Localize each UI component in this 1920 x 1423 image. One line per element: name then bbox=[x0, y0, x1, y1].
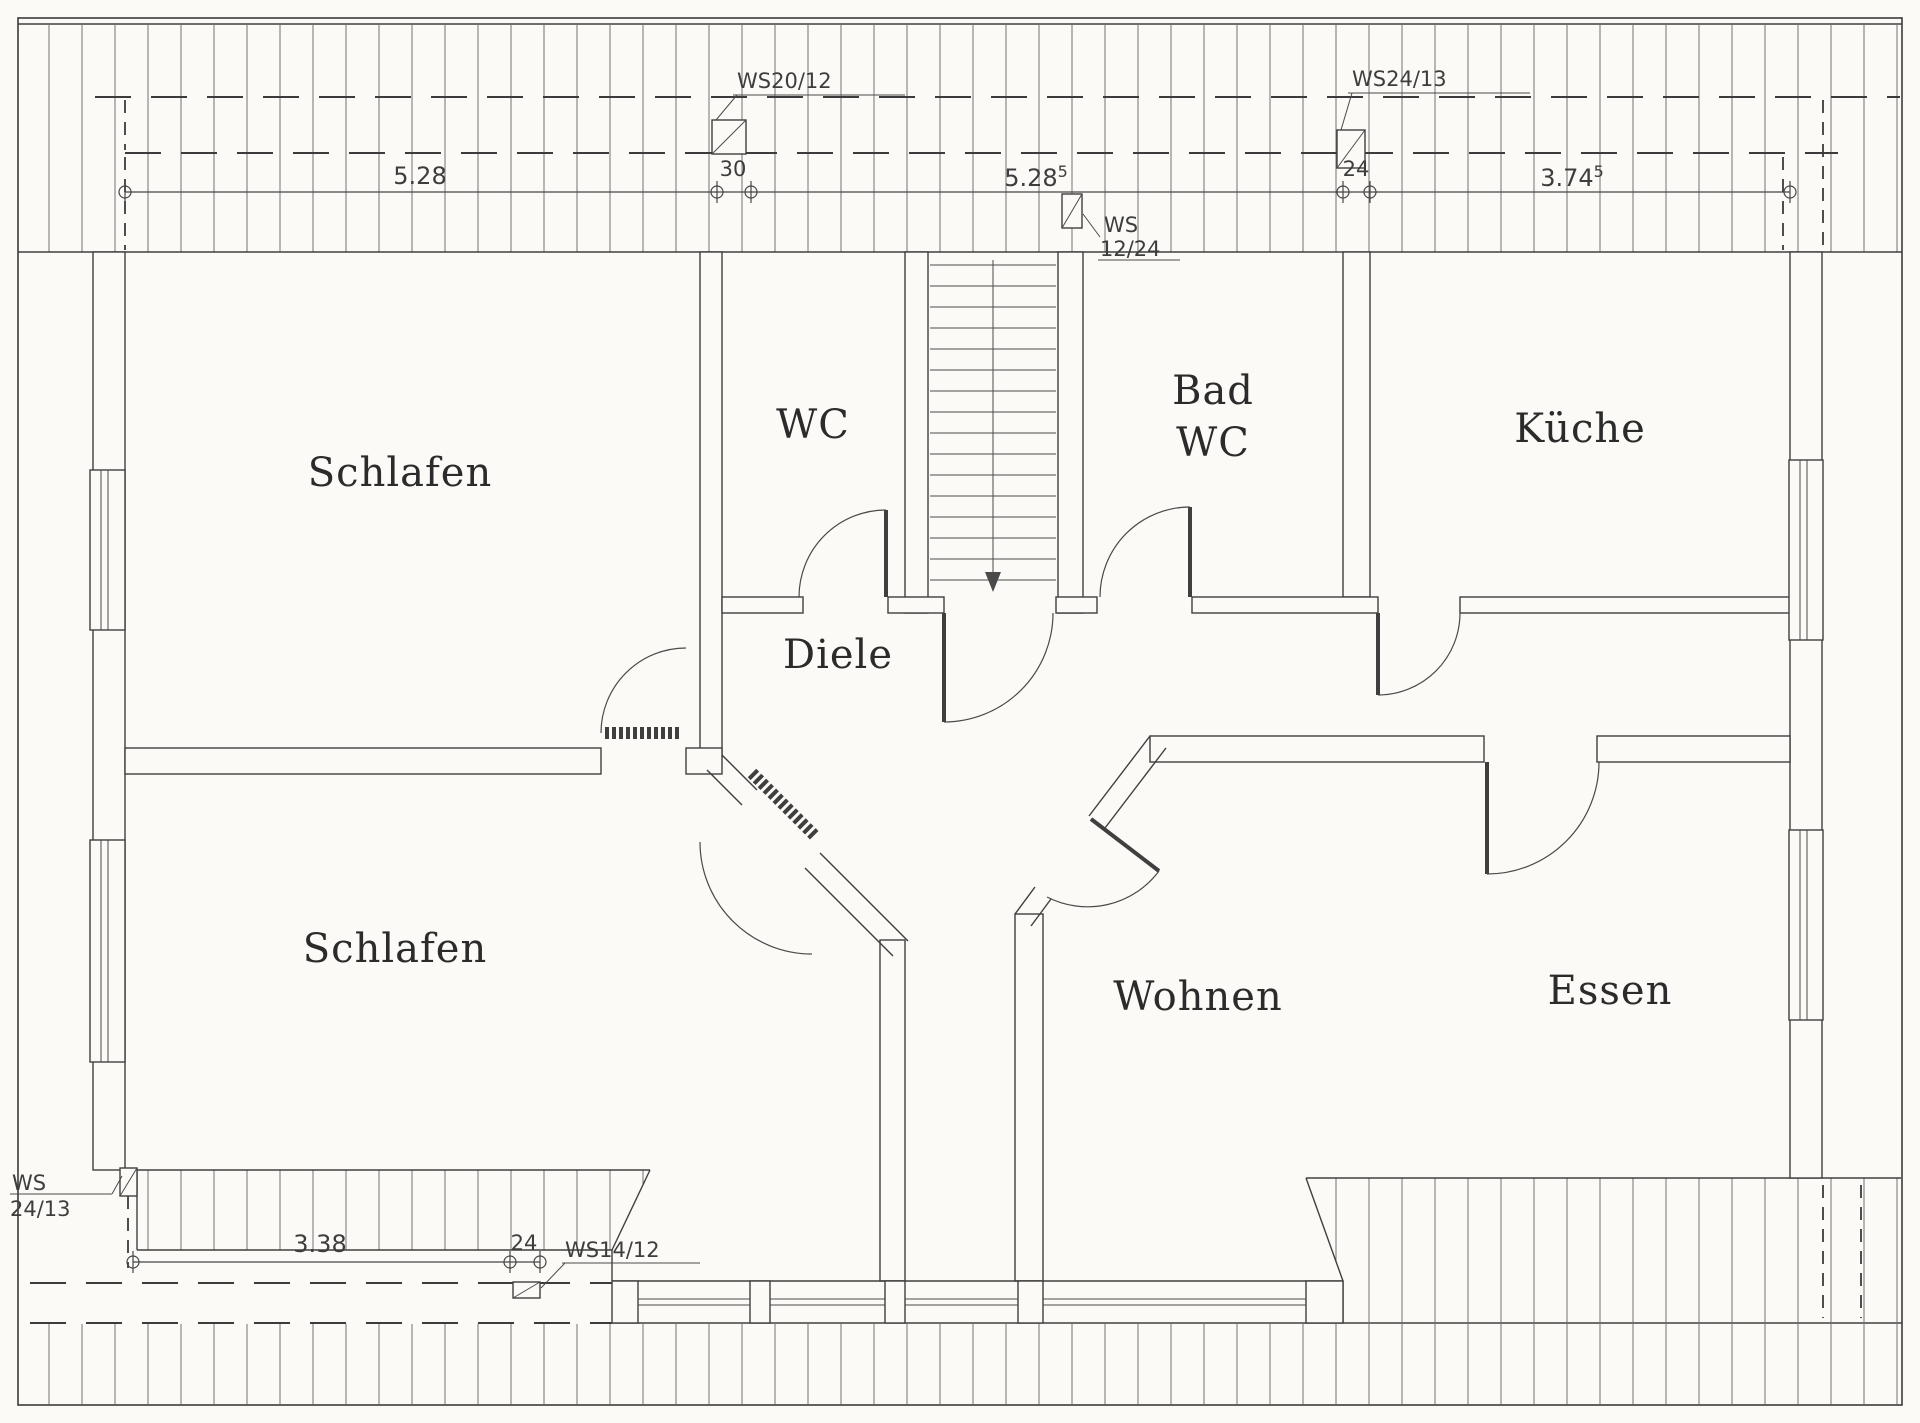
ws-label-bl-24-13: 24/13 bbox=[10, 1197, 71, 1221]
window-right-essen bbox=[1788, 829, 1824, 1021]
room-label-bad-line1: Bad bbox=[1172, 368, 1254, 414]
knee-wall-dashed-lines bbox=[30, 96, 1900, 1324]
dimension-line-top bbox=[118, 181, 1797, 203]
dim-5-28: 5.28 bbox=[393, 162, 446, 190]
window-left-schlafen-top bbox=[89, 469, 126, 631]
door-essen bbox=[1485, 761, 1600, 875]
dim-24: 24 bbox=[1343, 157, 1370, 181]
dim-3-38: 3.38 bbox=[293, 1230, 346, 1258]
window-left-schlafen-bottom bbox=[89, 839, 126, 1063]
door-schlafen-bottom bbox=[699, 768, 821, 955]
room-label-essen: Essen bbox=[1548, 968, 1673, 1014]
room-label-wc: WC bbox=[776, 402, 850, 448]
ws-label-bl-ws: WS bbox=[12, 1171, 46, 1195]
dim-5-28-5-main: 5.28 bbox=[1004, 164, 1057, 192]
dim-24-bottom: 24 bbox=[511, 1231, 538, 1255]
stair-direction-arrow bbox=[985, 572, 1001, 592]
ws-labels: WS20/12 WS24/13 WS 12/24 WS 24/13 WS14/1… bbox=[10, 67, 1447, 1262]
page-border bbox=[17, 17, 1903, 1406]
dim-3-74-5: 3.745 bbox=[1540, 162, 1604, 192]
room-label-schlafen-bottom: Schlafen bbox=[303, 926, 487, 972]
window-band-south bbox=[611, 1280, 1344, 1324]
leader-lines bbox=[10, 92, 1530, 1289]
dim-5-28-5: 5.285 bbox=[1004, 162, 1068, 192]
ws-label-mid-12-24: 12/24 bbox=[1100, 237, 1161, 261]
dim-5-28-5-sup: 5 bbox=[1058, 162, 1068, 181]
dim-3-74-5-main: 3.74 bbox=[1540, 164, 1593, 192]
door-wohnen bbox=[1046, 817, 1161, 908]
ws-label-ws20-12: WS20/12 bbox=[737, 69, 832, 93]
ws-label-ws14-12: WS14/12 bbox=[565, 1238, 660, 1262]
dimension-texts: 5.28 30 5.285 24 3.745 3.38 24 bbox=[293, 157, 1604, 1258]
room-labels: Schlafen WC Bad WC Küche Diele Schlafen … bbox=[303, 368, 1673, 1020]
door-stair bbox=[942, 612, 1054, 723]
door-wc bbox=[798, 509, 888, 598]
walls bbox=[92, 251, 1823, 1282]
room-label-kueche: Küche bbox=[1514, 406, 1646, 452]
ws-label-mid-ws: WS bbox=[1104, 213, 1138, 237]
door-kueche bbox=[1376, 612, 1461, 696]
trimmer-symbols bbox=[119, 119, 1366, 1299]
door-bad-wc bbox=[1099, 506, 1192, 598]
ws-label-ws24-13: WS24/13 bbox=[1352, 67, 1447, 91]
window-right-kueche bbox=[1788, 459, 1824, 641]
door-schlafen-top bbox=[600, 647, 687, 739]
dimension-line-bottom bbox=[126, 1251, 547, 1273]
room-label-schlafen-top: Schlafen bbox=[308, 450, 492, 496]
room-label-wohnen: Wohnen bbox=[1113, 974, 1282, 1020]
bottom-roof-hatch bbox=[19, 1169, 1902, 1404]
stairs bbox=[930, 260, 1056, 592]
top-roof-hatch bbox=[18, 23, 1902, 253]
dim-30: 30 bbox=[720, 157, 747, 181]
room-label-bad-line2: WC bbox=[1176, 420, 1250, 466]
dim-3-74-5-sup: 5 bbox=[1594, 162, 1604, 181]
room-label-diele: Diele bbox=[783, 632, 893, 678]
